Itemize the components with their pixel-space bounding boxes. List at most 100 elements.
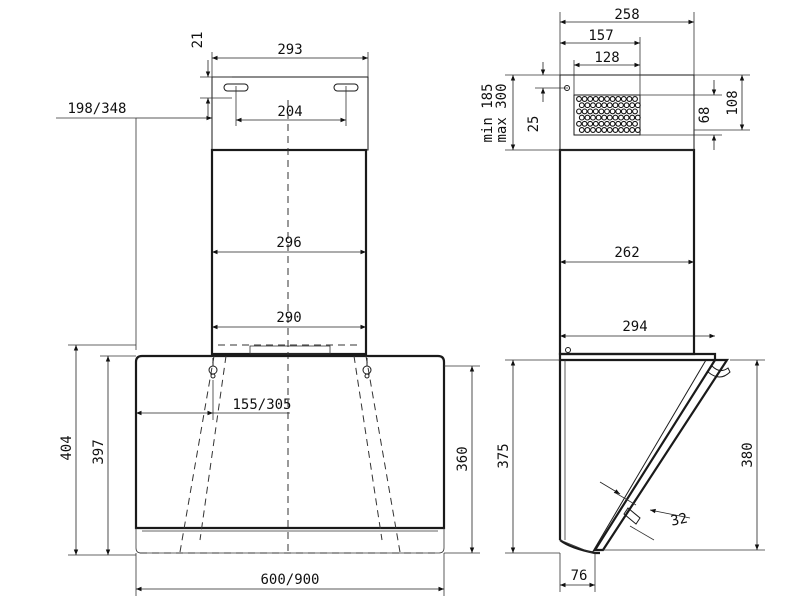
glass-top-clip (707, 365, 731, 378)
grille-hole (626, 96, 633, 102)
grille-hole (578, 102, 585, 109)
grille-hole (587, 120, 594, 127)
grille-hole (598, 96, 605, 102)
grille-hole (609, 120, 616, 127)
hood-side-top (558, 352, 717, 362)
grille-hole (615, 120, 622, 127)
grille-hole (592, 96, 599, 102)
grille-hole (587, 108, 594, 115)
grille-hole (632, 108, 638, 115)
dim-label-range-min: min 185 (480, 83, 496, 142)
grille-hole (576, 120, 582, 127)
side-view: 258 157 128 min 185 max 300 25 68 108 (480, 7, 765, 592)
grille-hole (598, 108, 605, 115)
dim-label-600-900: 600/900 (260, 572, 319, 588)
dim-label-198-348: 198/348 (67, 101, 126, 117)
chimney-base-plate (249, 345, 331, 355)
dim-label-380: 380 (740, 442, 756, 467)
grille-hole (629, 114, 636, 121)
glass-bottom-clip (623, 507, 641, 525)
grille-hole (587, 96, 594, 102)
grille-hole (626, 120, 633, 127)
side-screw-icon (565, 347, 571, 353)
slanted-glass-panel (593, 358, 730, 552)
grille-hole (623, 102, 630, 109)
dim-label-294: 294 (622, 319, 647, 335)
grille-hole (626, 108, 633, 115)
grille-hole (623, 127, 630, 133)
hood-bottom-strip (135, 528, 445, 554)
dim-label-360: 360 (455, 446, 471, 471)
hook-right-icon (362, 358, 372, 379)
grille-hole (629, 102, 636, 109)
dim-label-293: 293 (277, 42, 302, 58)
grille-hole (598, 120, 605, 127)
dim-label-296: 296 (276, 235, 301, 251)
grille-hole (609, 96, 616, 102)
grille-hole (620, 108, 627, 115)
grille-hole (581, 120, 588, 127)
grille-hole (576, 108, 582, 115)
grille-hole (612, 127, 619, 133)
grille-hole (604, 120, 610, 127)
grille-hole (584, 102, 591, 109)
grille-hole (592, 108, 599, 115)
dim-label-262: 262 (614, 245, 639, 261)
grille-hole (584, 127, 591, 133)
dim-label-157: 157 (588, 28, 613, 44)
hook-left-icon (208, 358, 218, 379)
grille-hole (606, 114, 613, 121)
dim-label-397: 397 (91, 439, 107, 464)
dim-label-76: 76 (571, 568, 588, 584)
grille-hole (618, 127, 624, 133)
grille-hole (632, 96, 638, 102)
hidden-edge-left-outer (179, 355, 215, 553)
grille-hole (581, 108, 588, 115)
grille-hole (576, 96, 582, 102)
hood-body (134, 354, 446, 530)
grille-hole (612, 102, 619, 109)
dim-label-204: 204 (277, 104, 302, 120)
dim-label-375: 375 (496, 443, 512, 468)
grille-hole (590, 102, 596, 109)
grille-hole (634, 102, 641, 109)
dim-label-155-305: 155/305 (232, 397, 291, 413)
grille-hole (606, 127, 613, 133)
dim-label-21: 21 (190, 32, 206, 49)
grille-hole (615, 96, 622, 102)
dim-label-290: 290 (276, 310, 301, 326)
grille-hole (578, 127, 585, 133)
grille-hole (595, 102, 602, 109)
grille-hole (595, 114, 602, 121)
grille-hole (618, 102, 624, 109)
grille-hole (578, 114, 585, 121)
grille-hole (584, 114, 591, 121)
hood-side-bottom (559, 539, 600, 555)
grille-hole (604, 96, 610, 102)
dim-label-128: 128 (594, 50, 619, 66)
grille-hole (629, 127, 636, 133)
grille-hole (601, 127, 608, 133)
grille-hole (606, 102, 613, 109)
dim-label-258: 258 (614, 7, 639, 23)
dim-label-108: 108 (725, 90, 741, 115)
grille-hole (590, 114, 596, 121)
vent-grille-icon (573, 94, 641, 136)
hidden-edge-right-outer (365, 355, 401, 553)
dim-label-range-max: max 300 (494, 83, 510, 142)
dim-label-32: 32 (669, 511, 689, 530)
grille-hole (634, 114, 641, 121)
grille-hole (595, 127, 602, 133)
grille-hole (615, 108, 622, 115)
grille-hole (632, 120, 638, 127)
grille-hole (590, 127, 596, 133)
grille-hole (601, 102, 608, 109)
grille-hole (623, 114, 630, 121)
grille-hole (634, 127, 641, 133)
grille-hole (604, 108, 610, 115)
dim-label-68: 68 (697, 107, 713, 124)
grille-hole (609, 108, 616, 115)
grille-hole (592, 120, 599, 127)
